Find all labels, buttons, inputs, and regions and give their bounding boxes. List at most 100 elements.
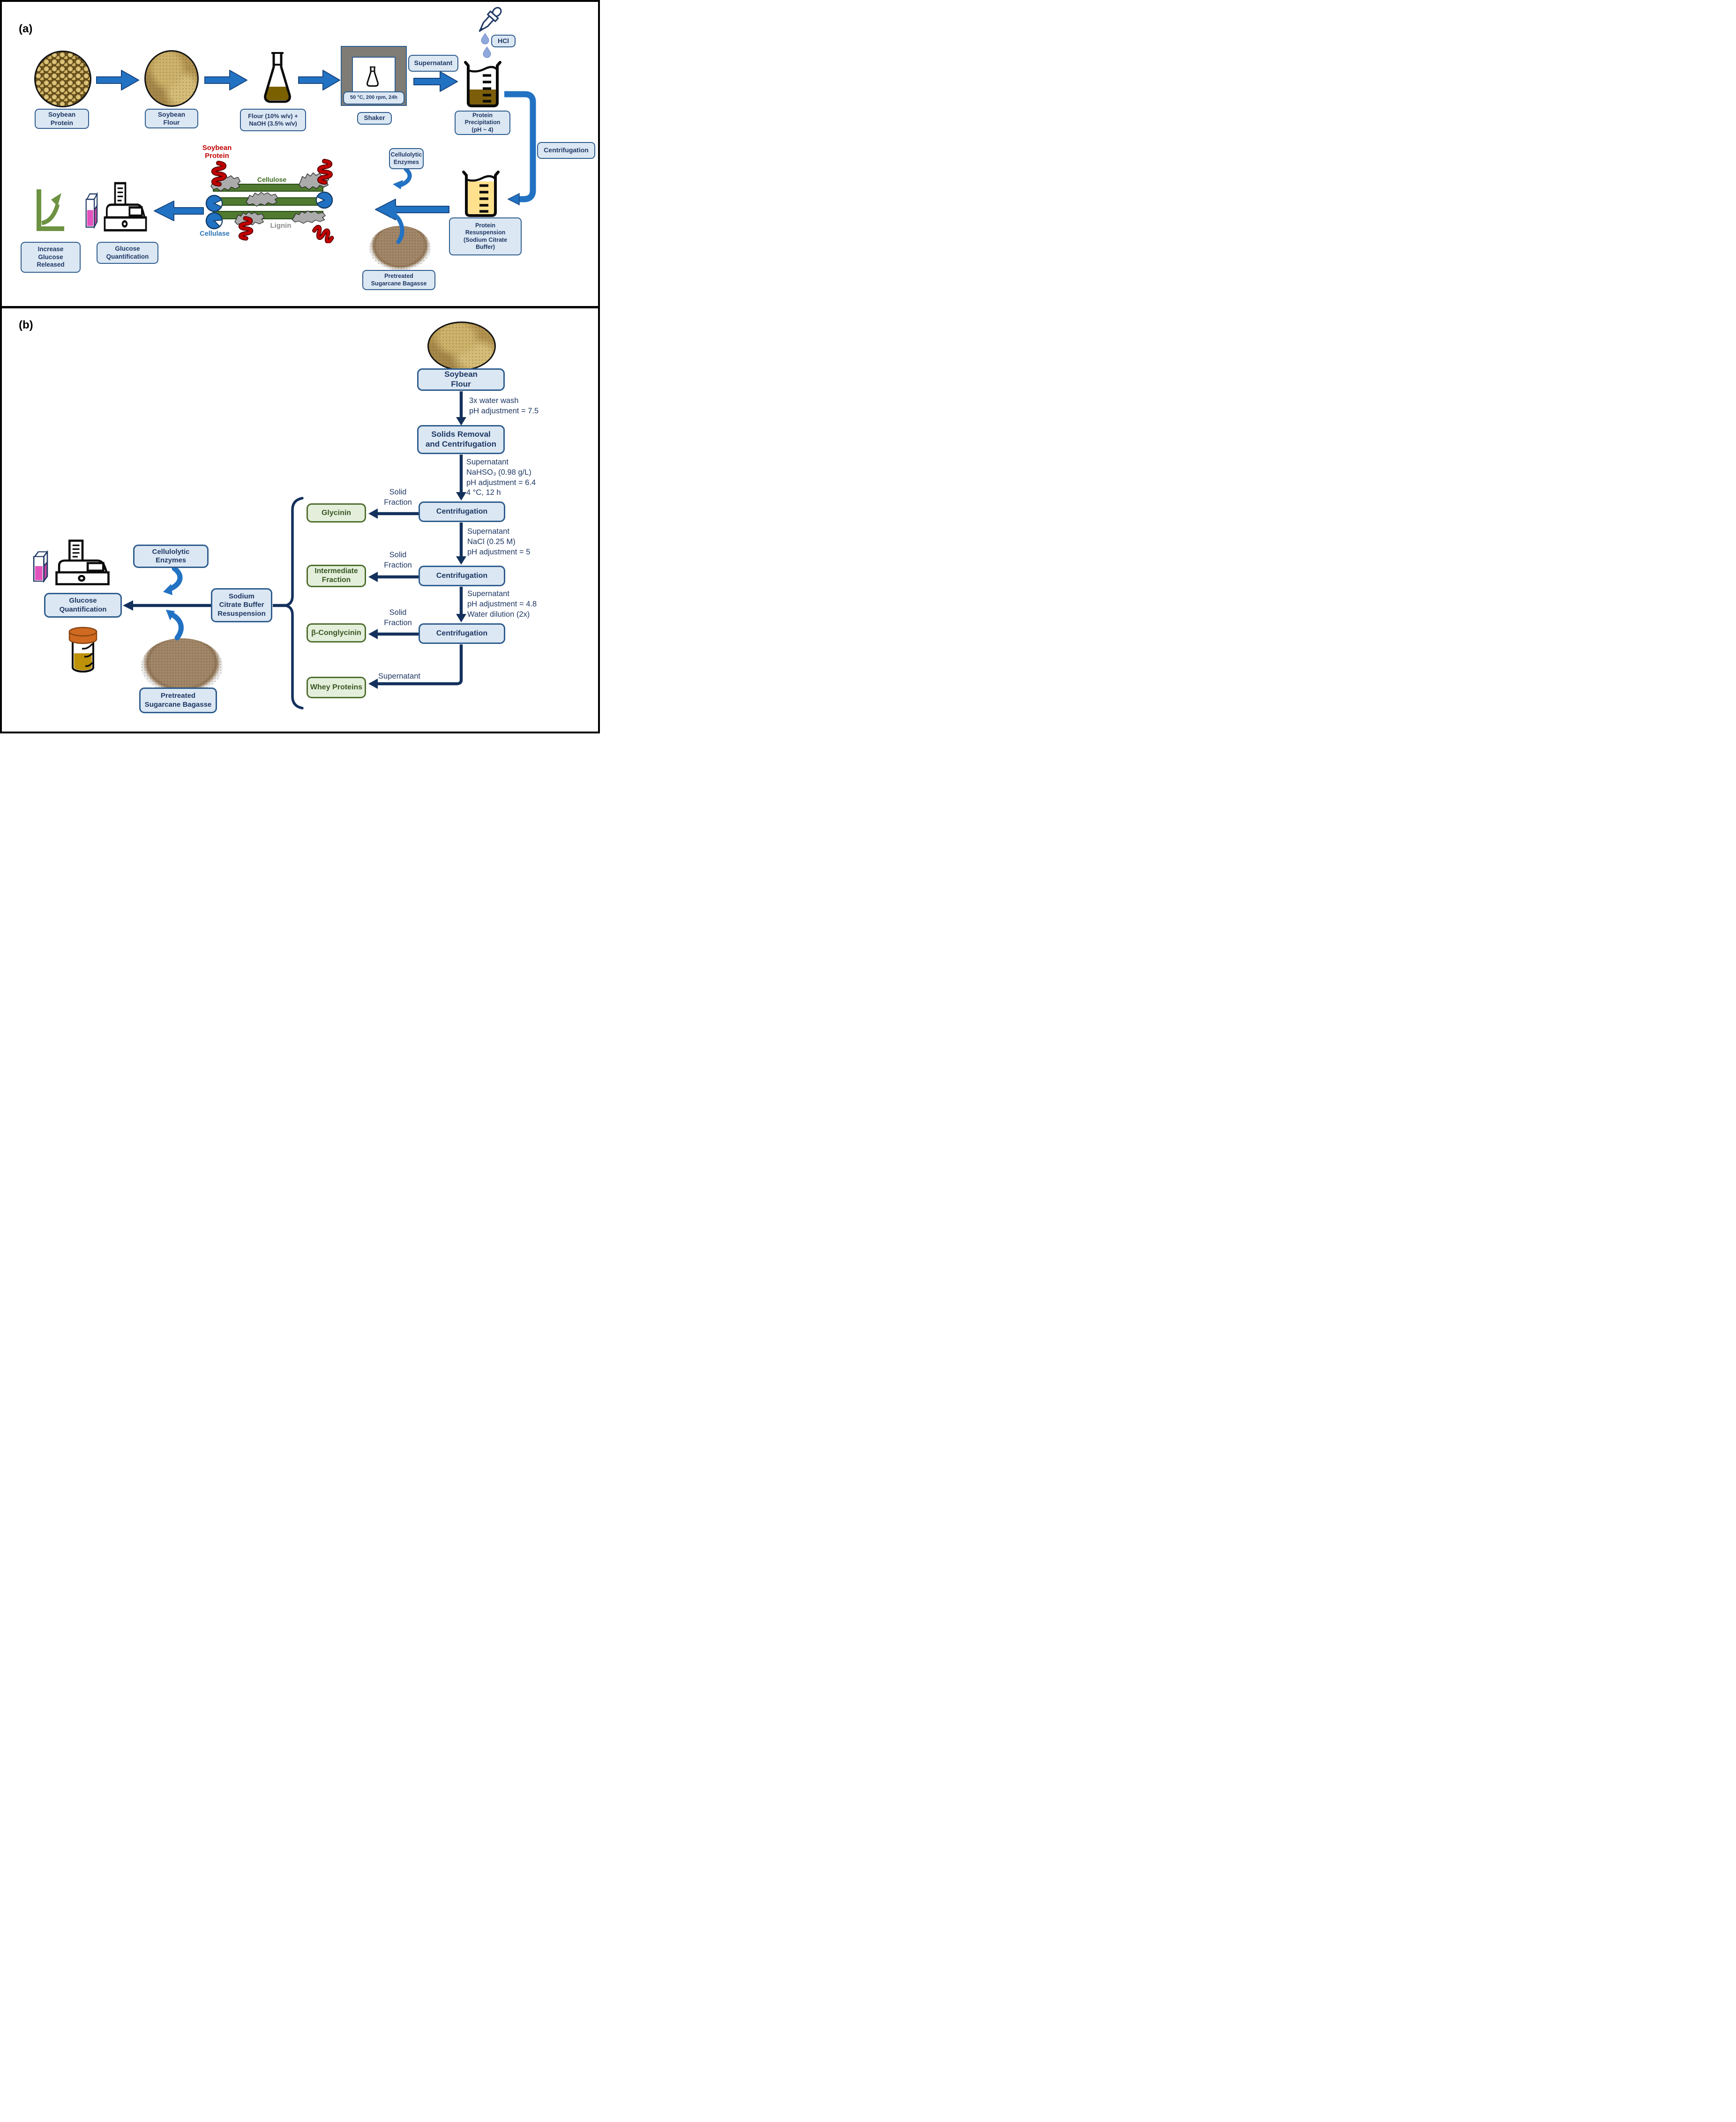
shaker-flask-lines [370, 66, 375, 72]
flour-naoh-label: Flour (10% w/v) +NaOH (3.5% w/v) [240, 109, 306, 131]
drop-shape [481, 32, 489, 45]
drop-icon [483, 46, 491, 58]
arrow-left-icon [154, 201, 204, 221]
chart-arrowhead [51, 193, 61, 206]
erlenmeyer-flask-icon [264, 52, 291, 103]
glycinin-label: Glycinin [307, 503, 366, 523]
diagram-cellulase-label: Cellulase [200, 230, 230, 238]
arrow-right-icon [298, 70, 340, 90]
arrowhead-down [456, 556, 466, 565]
machine-paper-lines [117, 187, 123, 202]
machine-paper [114, 182, 127, 209]
arrowhead-left [368, 508, 378, 519]
jar-cap-top [68, 627, 97, 637]
elbow-arrowhead [507, 193, 520, 206]
beaker-brown-liquid [468, 89, 497, 105]
panel-a-tag: (a) [19, 22, 33, 35]
machine-paper-lines [72, 545, 80, 558]
beaker-precipitation-icon [464, 61, 501, 107]
soybean-flour-photo-a [144, 50, 199, 107]
centrifugation-elbow-arrow [504, 91, 536, 206]
enzyme-swoosh-down-b [167, 566, 183, 592]
cuvette-icon-b [33, 550, 48, 583]
dropper-body [479, 7, 502, 32]
flow-arrowheads [123, 417, 466, 689]
elbow-path [504, 91, 536, 202]
beaker-wave [466, 175, 496, 182]
whey-proteins-label: Whey Proteins [307, 677, 366, 698]
centrifugation-2-label: Centrifugation [419, 566, 505, 586]
soybean-seeds-photo [34, 51, 91, 107]
arrowhead-down [456, 614, 466, 622]
flow-line [378, 644, 463, 686]
beta-conglycinin-label: β-Conglycinin [307, 623, 366, 643]
swoosh-arrowhead [166, 610, 175, 620]
beaker-ticks [479, 184, 488, 213]
arrow-right-icon [204, 70, 247, 90]
chart-curve [41, 203, 60, 225]
dropper-icon [479, 7, 502, 32]
flask-liquid [265, 87, 290, 100]
diagram-lignin-label: Lignin [270, 222, 292, 230]
machine-slot [86, 562, 105, 572]
machine-slot [128, 206, 143, 217]
swoosh-arrowhead [163, 584, 172, 595]
beaker-resuspension-icon [462, 171, 500, 217]
bagasse-photo-b [141, 638, 223, 694]
arrow-left-icon [375, 199, 449, 220]
spectrophotometer-icon [104, 182, 147, 232]
swoosh-arrowhead [393, 180, 403, 189]
drop-icon [481, 32, 489, 45]
centrifugation-1-label: Centrifugation [419, 501, 505, 522]
jar-body-outline [72, 641, 94, 672]
arrow-right-icon [413, 71, 458, 92]
hcl-label: HCl [491, 35, 516, 47]
centrifugation-3-label: Centrifugation [419, 623, 505, 644]
supernatant-label-a: Supernatant [408, 55, 458, 72]
sample-jar-icon [68, 627, 97, 672]
panel-b-tag: (b) [19, 319, 33, 331]
machine-button [78, 575, 86, 582]
shaker-label: Shaker [357, 112, 392, 125]
flask-neck-lines [271, 52, 284, 66]
diagram-cellulose-label: Cellulose [257, 176, 287, 183]
curly-brace [285, 497, 304, 710]
beaker-outline [462, 171, 500, 217]
arrow-right-icon [96, 70, 139, 90]
jar-threads [82, 643, 93, 667]
beaker-outline [464, 61, 501, 107]
soybean-flour-photo-b [427, 321, 496, 371]
flask-outline [264, 53, 291, 103]
arrowhead-left [368, 572, 378, 582]
centrifugation-label-a: Centrifugation [537, 142, 595, 159]
swoosh-arrows-b [167, 566, 184, 641]
cellulose-lignin-diagram [203, 142, 339, 243]
arrowhead-left [368, 679, 378, 689]
panel-divider [2, 306, 598, 308]
beaker-wave [468, 66, 498, 73]
cuvette-icon [85, 192, 98, 230]
swoosh-arrowhead [389, 210, 400, 219]
figure-root: (a) [0, 0, 600, 733]
shaker-flask-outline [367, 67, 379, 87]
enzyme-swoosh-down [399, 167, 412, 187]
arrowhead-down [456, 492, 466, 501]
cuvette-pink-liquid [87, 210, 93, 226]
